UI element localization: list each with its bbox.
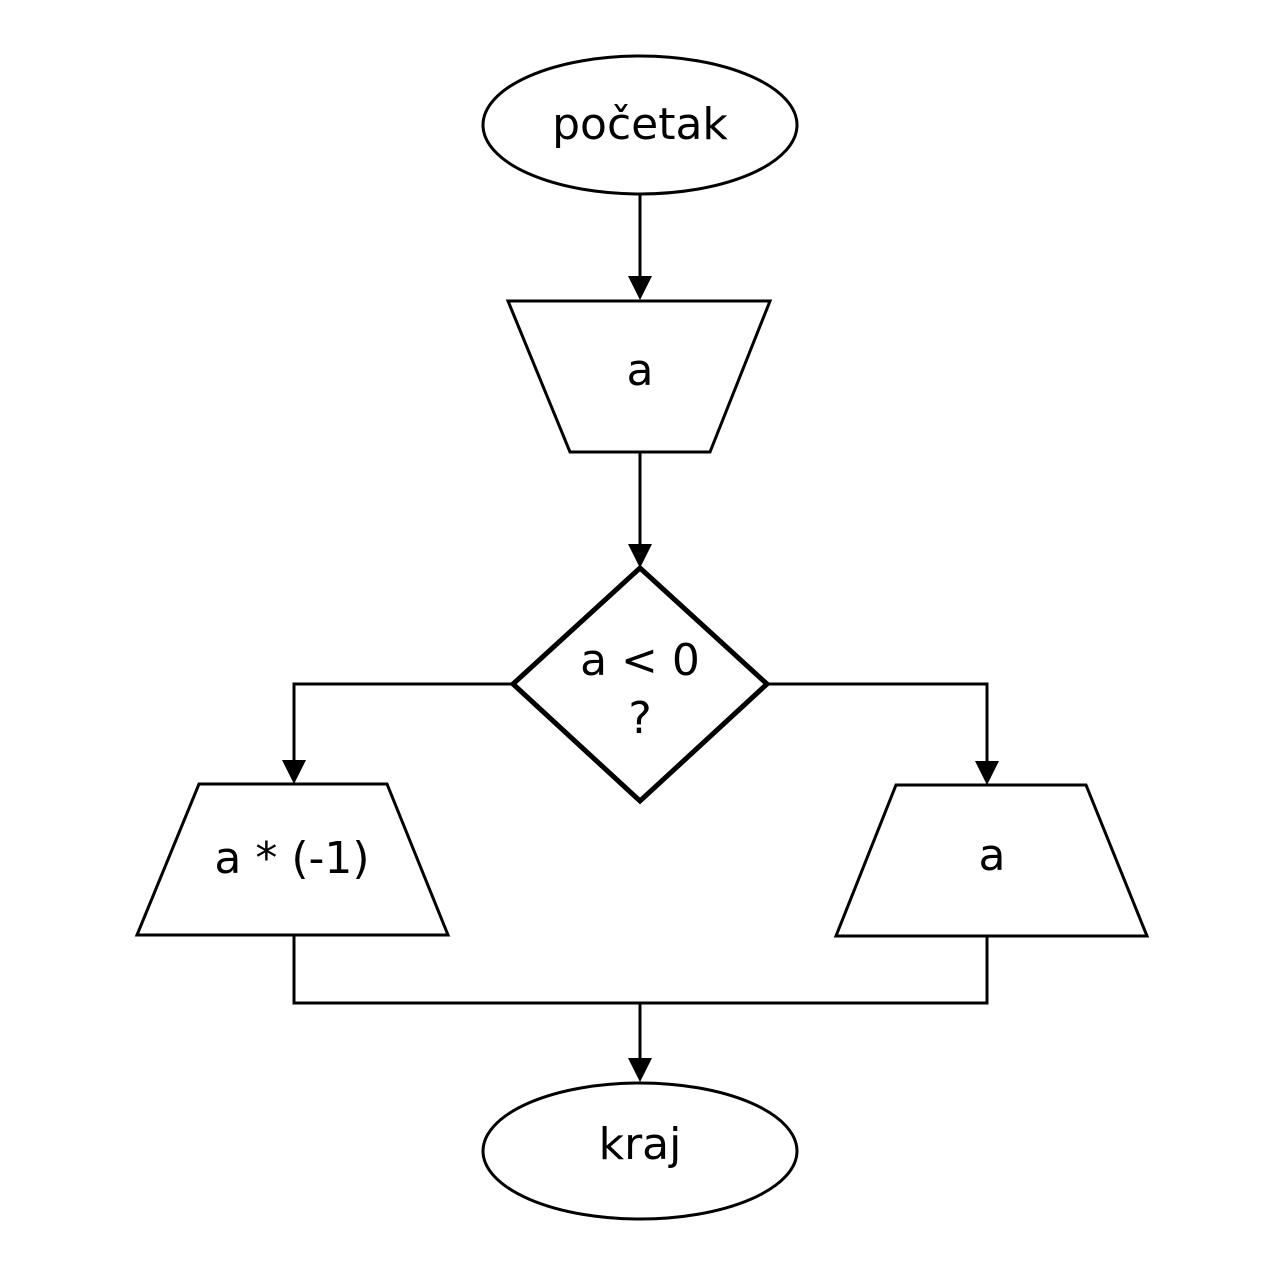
start-ellipse [481,54,799,196]
output-right-label: a [979,830,1006,881]
input-label: a [627,345,654,396]
input-trapezoid [505,299,773,454]
edge-decision-to-output-left [292,682,513,762]
end-label: kraj [599,1119,682,1170]
output-left-node: a * (-1) [134,782,451,937]
edge-merge [292,935,989,1005]
arrowhead-input [628,276,652,300]
input-node: a [505,299,773,454]
output-left-label: a * (-1) [214,833,369,884]
edge-decision-to-output-right [767,682,989,763]
arrowhead-output-left [282,760,306,784]
start-label: početak [552,99,728,150]
start-node: početak [481,54,799,196]
arrowhead-end [628,1058,652,1082]
output-right-node: a [833,783,1150,938]
arrowhead-decision [628,544,652,568]
end-node: kraj [481,1081,799,1221]
decision-question-label: ? [628,693,651,744]
output-right-trapezoid [833,783,1150,938]
output-left-trapezoid [134,782,451,937]
decision-condition-label: a < 0 [580,635,700,686]
decision-node: a < 0 ? [509,564,771,805]
end-ellipse [481,1081,799,1221]
decision-diamond [509,564,771,805]
arrowhead-output-right [975,761,999,785]
